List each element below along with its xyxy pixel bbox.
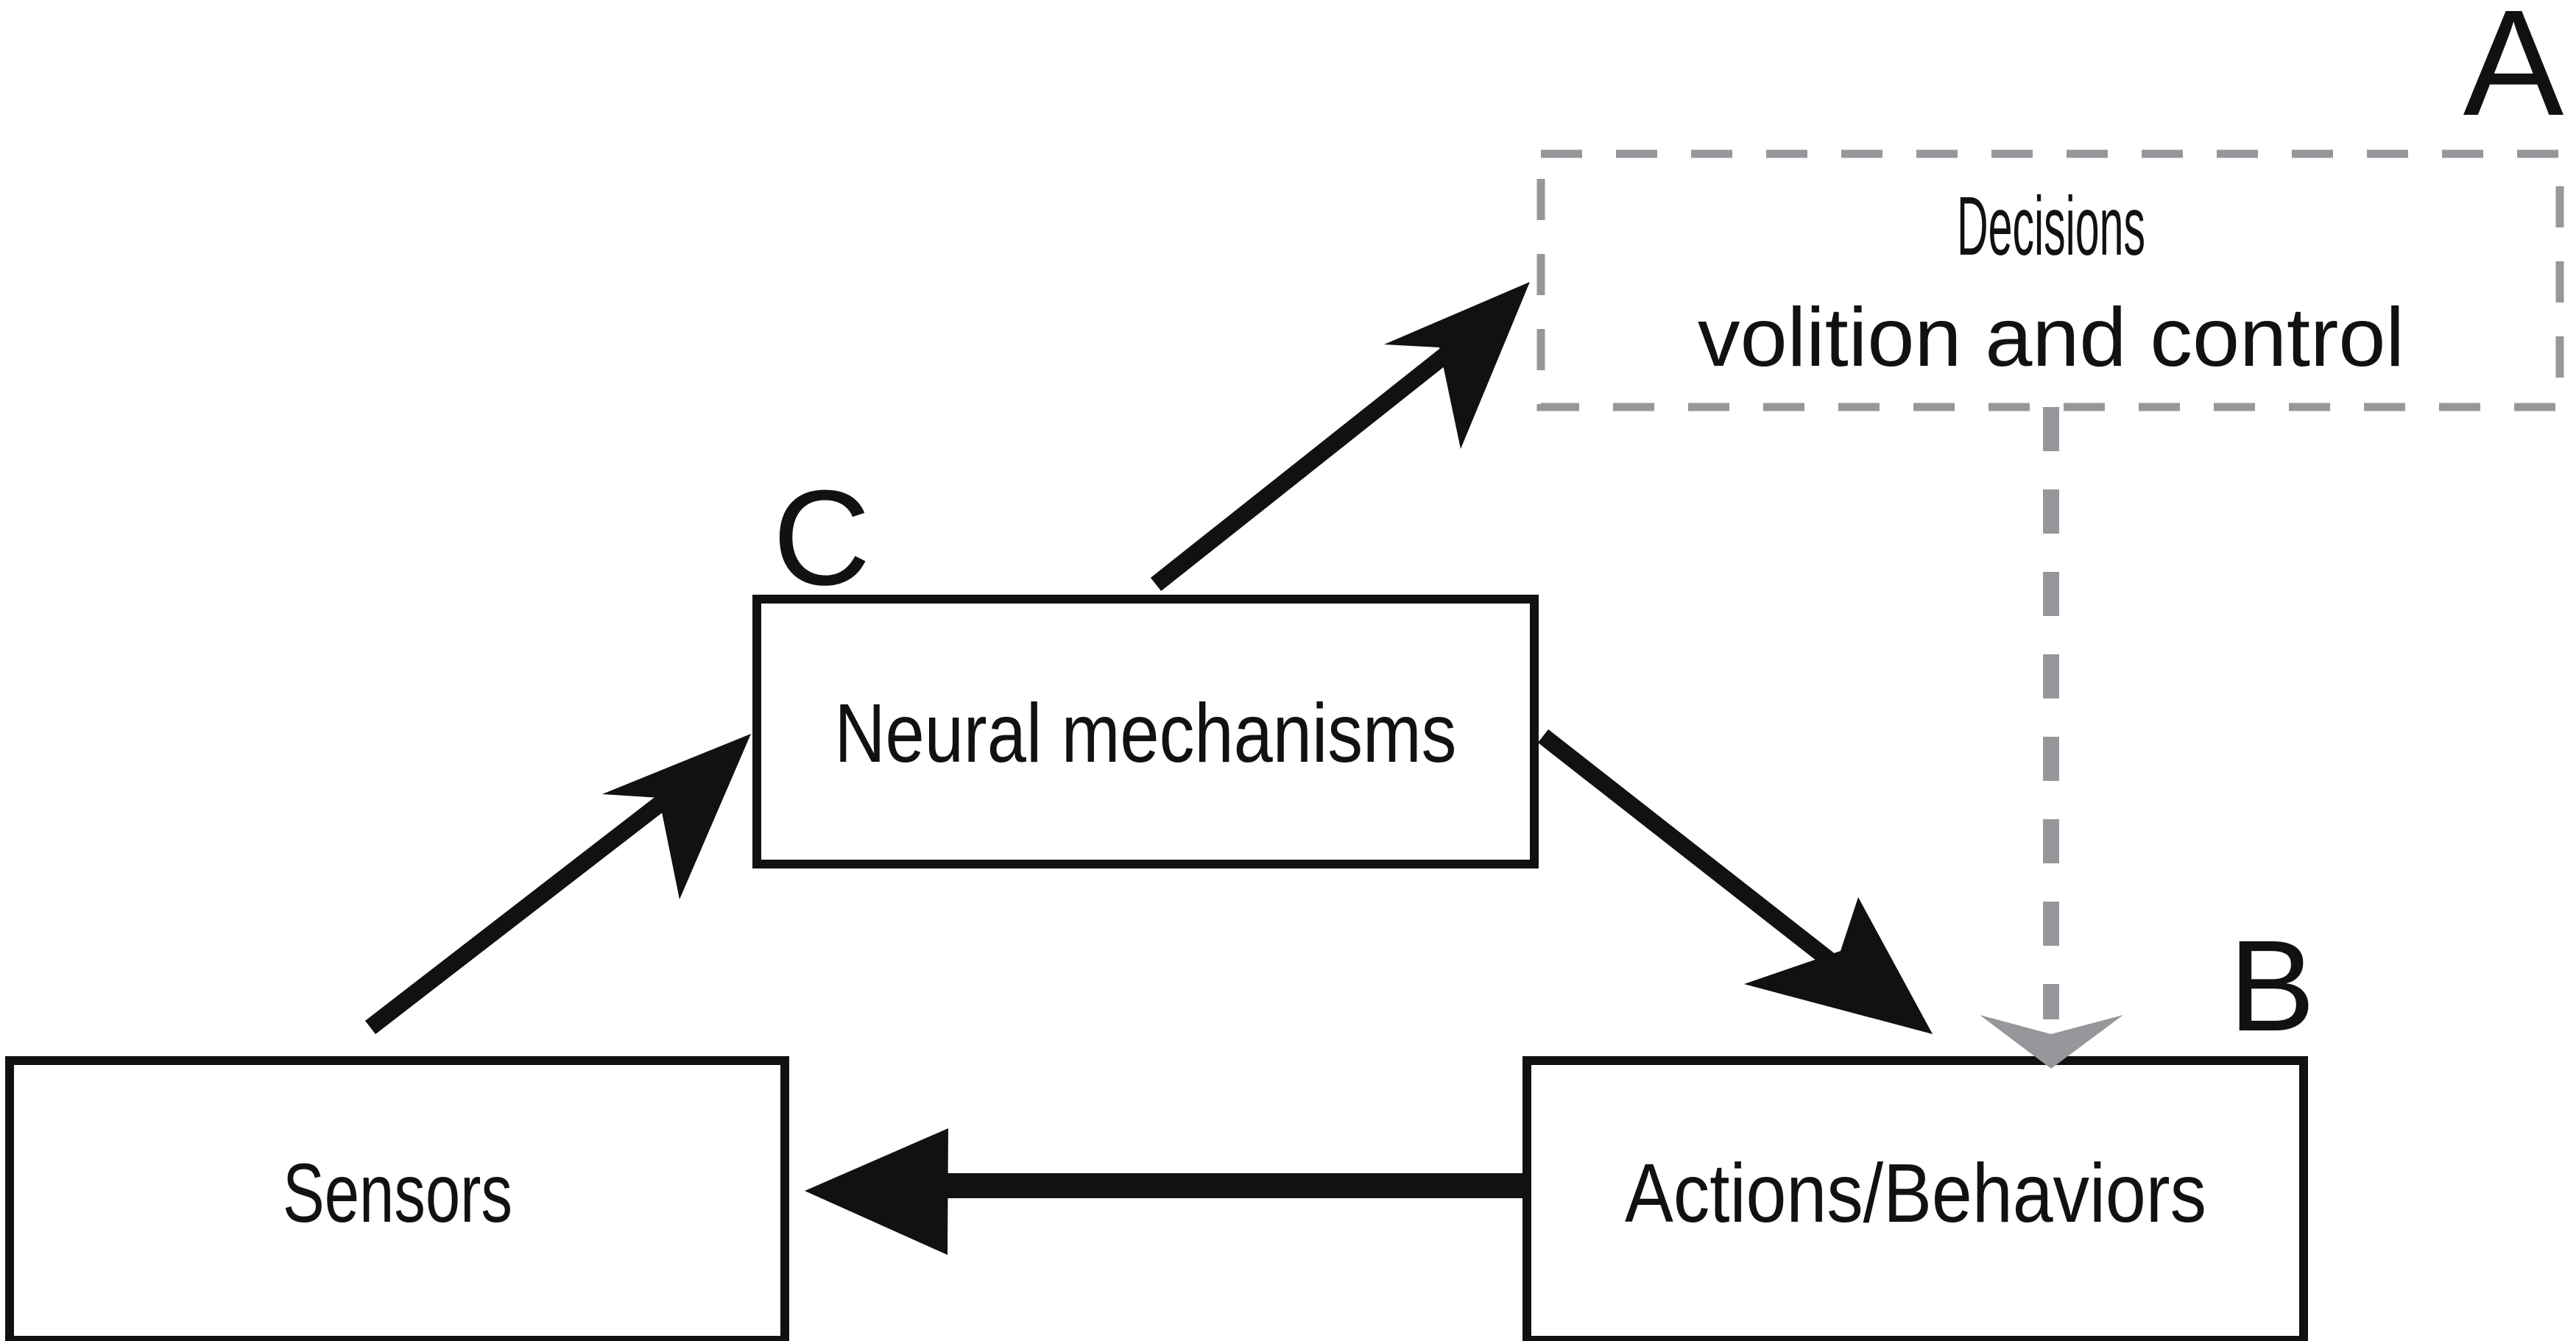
node-neural-mechanisms[interactable]: Neural mechanisms <box>752 595 1539 868</box>
edge-neural-to-actions <box>1537 729 1933 1034</box>
edge-actions-to-sensors <box>805 1128 1524 1255</box>
edge-neural-to-decisions-arrowhead <box>1384 282 1530 449</box>
edge-neural-to-decisions-shaft <box>1150 329 1475 592</box>
decisions-label-line2: volition and control <box>1698 291 2404 383</box>
node-decisions[interactable]: Decisions volition and control <box>1536 149 2564 411</box>
panel-letter-a: A <box>2463 0 2564 147</box>
sensors-label: Sensors <box>283 1147 512 1239</box>
panel-letter-c: C <box>773 461 871 613</box>
edge-actions-to-sensors-arrowhead <box>805 1128 948 1255</box>
edge-neural-to-decisions <box>1150 282 1530 592</box>
decisions-box-border <box>1536 149 2564 411</box>
node-sensors[interactable]: Sensors <box>5 1056 789 1341</box>
edge-decisions-to-actions <box>1980 407 2123 1069</box>
actions-box-border <box>1522 1056 2308 1341</box>
edge-decisions-to-actions-arrowhead <box>1980 1015 2123 1069</box>
panel-letter-b: B <box>2229 914 2315 1058</box>
sensors-box-border <box>5 1056 789 1341</box>
edge-sensors-to-neural <box>364 734 751 1035</box>
neural-label: Neural mechanisms <box>835 687 1457 779</box>
edge-sensors-to-neural-arrowhead <box>602 734 751 899</box>
node-actions-behaviors[interactable]: Actions/Behaviors <box>1522 1056 2308 1341</box>
edge-sensors-to-neural-shaft <box>364 775 694 1035</box>
neural-box-border <box>752 595 1539 868</box>
decisions-label-line1: Decisions <box>1957 180 2145 272</box>
edge-neural-to-actions-shaft <box>1537 729 1861 988</box>
actions-label: Actions/Behaviors <box>1625 1147 2206 1239</box>
edge-neural-to-actions-arrowhead <box>1744 897 1933 1034</box>
